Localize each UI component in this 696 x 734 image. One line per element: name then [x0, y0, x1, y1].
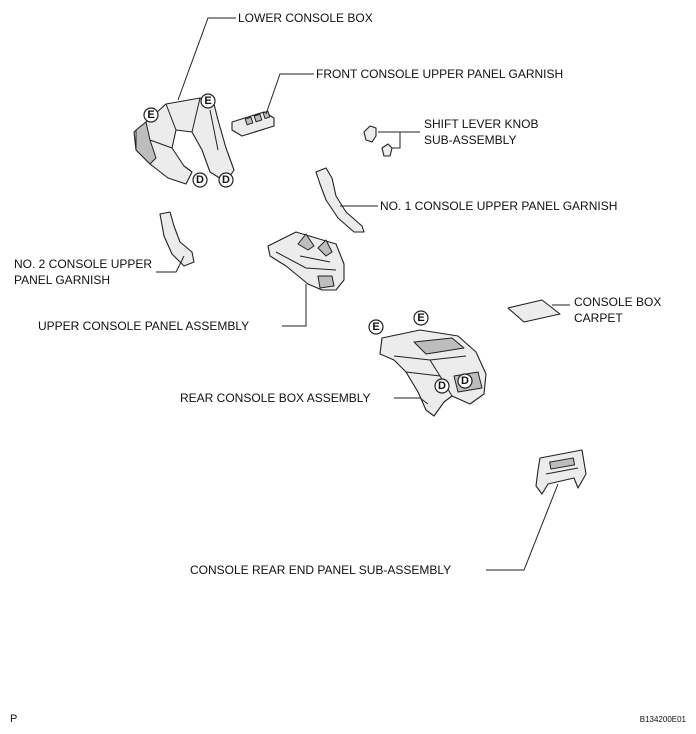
marker-e-rear-right: E	[413, 310, 429, 326]
label-no1-console-upper-panel-garnish: NO. 1 CONSOLE UPPER PANEL GARNISH	[380, 199, 617, 213]
label-rear-console-box-assembly: REAR CONSOLE BOX ASSEMBLY	[180, 391, 371, 405]
no1-console-upper-panel-garnish-part	[315, 167, 365, 233]
marker-e-lower-right: E	[200, 93, 216, 109]
shift-lever-knob-part	[363, 125, 393, 157]
label-no2-console-upper-line1: NO. 2 CONSOLE UPPER	[14, 257, 152, 271]
figure-code: B134200E01	[640, 715, 687, 724]
svg-text:D: D	[196, 174, 204, 186]
front-console-upper-panel-garnish-part	[231, 110, 275, 137]
leader-shift-lever-knob	[378, 131, 401, 149]
label-front-console-upper-panel-garnish: FRONT CONSOLE UPPER PANEL GARNISH	[316, 67, 563, 81]
label-console-box-carpet-line1: CONSOLE BOX	[574, 295, 661, 309]
marker-d-lower-left: D	[192, 172, 208, 188]
marker-d-rear-left: D	[434, 378, 450, 394]
leader-lower-console-box	[177, 17, 236, 101]
marker-d-lower-right: D	[218, 172, 234, 188]
marker-d-rear-right: D	[457, 373, 473, 389]
svg-text:D: D	[438, 380, 446, 392]
label-upper-console-panel-assembly: UPPER CONSOLE PANEL ASSEMBLY	[38, 319, 249, 333]
upper-console-panel-assembly-part	[267, 231, 345, 291]
leader-upper-console-panel	[282, 284, 307, 327]
marker-e-rear-left: E	[368, 319, 384, 335]
marker-e-lower-left: E	[143, 107, 159, 123]
leader-rear-console-box	[394, 397, 429, 405]
leader-no2-console-garnish	[156, 255, 185, 273]
svg-text:E: E	[147, 109, 154, 121]
label-no2-console-upper-line2: PANEL GARNISH	[14, 273, 110, 287]
no2-console-upper-panel-garnish-part	[159, 211, 195, 267]
svg-text:D: D	[461, 375, 469, 387]
label-console-box-carpet-line2: CARPET	[574, 311, 623, 325]
console-rear-end-panel-part	[535, 449, 587, 495]
label-lower-console-box: LOWER CONSOLE BOX	[238, 11, 373, 25]
label-console-rear-end-panel-sub-assembly: CONSOLE REAR END PANEL SUB-ASSEMBLY	[190, 563, 451, 577]
svg-text:E: E	[417, 312, 424, 324]
label-shift-lever-knob-line2: SUB-ASSEMBLY	[424, 133, 516, 147]
rear-console-box-assembly-part	[379, 329, 487, 417]
svg-text:E: E	[372, 321, 379, 333]
console-box-carpet-part	[507, 299, 561, 323]
svg-text:D: D	[222, 174, 230, 186]
page-letter: P	[10, 713, 17, 725]
svg-text:E: E	[204, 95, 211, 107]
label-shift-lever-knob-line1: SHIFT LEVER KNOB	[424, 117, 538, 131]
leader-console-rear-end-panel	[486, 483, 559, 571]
leader-front-console-garnish	[265, 73, 314, 115]
lower-console-box-part	[133, 97, 235, 185]
